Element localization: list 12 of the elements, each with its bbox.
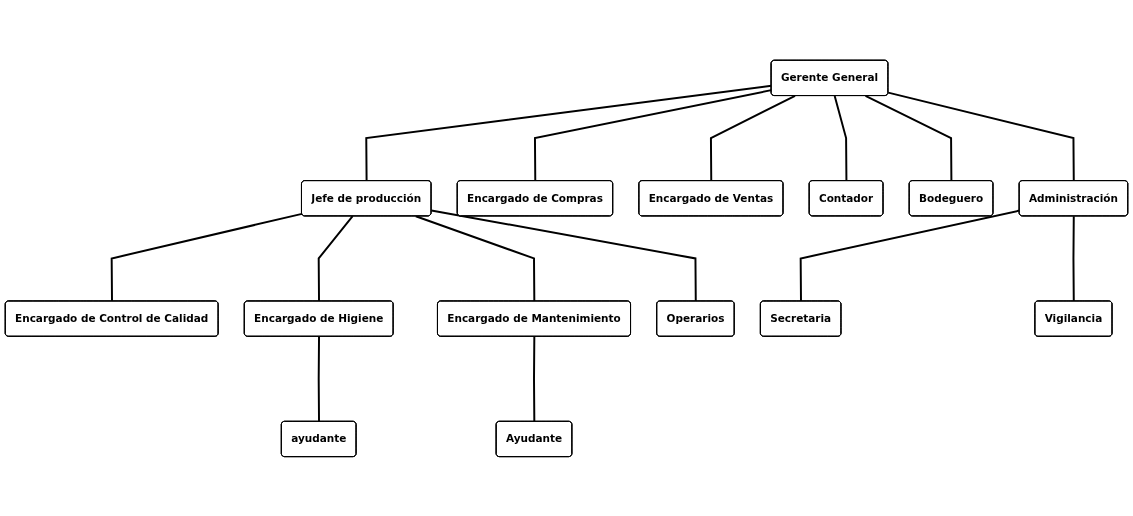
- connector: [110, 212, 303, 302]
- connector: [414, 214, 536, 302]
- connector: [317, 214, 354, 302]
- connector: [833, 94, 848, 182]
- connector: [430, 209, 697, 302]
- connector: [887, 91, 1075, 182]
- connector: [533, 88, 773, 182]
- connector: [799, 209, 1021, 302]
- connector: [1072, 214, 1075, 302]
- connector: [864, 94, 953, 182]
- connector: [365, 84, 773, 182]
- connector: [709, 94, 796, 182]
